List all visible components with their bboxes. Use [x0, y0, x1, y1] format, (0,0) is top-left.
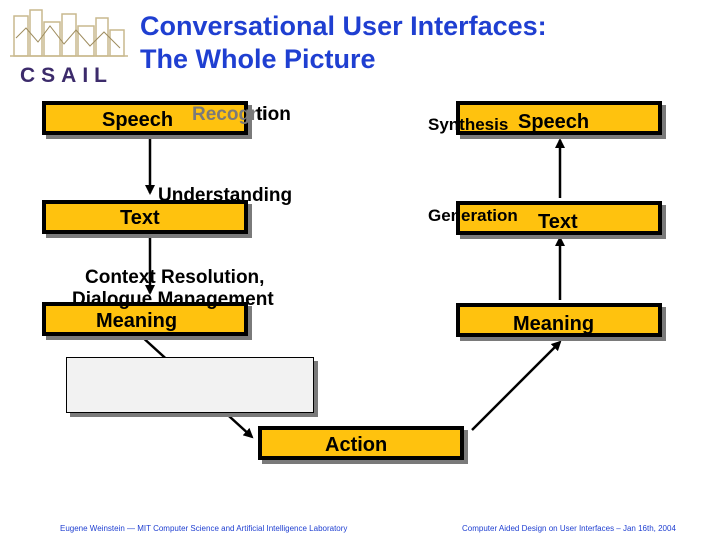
csail-logo-text: CSAIL	[20, 64, 113, 87]
text-input-box: Text	[42, 200, 248, 234]
footer-author: Eugene Weinstein — MIT Computer Science …	[60, 524, 348, 533]
dialogue-management-label: Dialogue Management	[72, 289, 274, 310]
action-label: Action	[325, 434, 388, 456]
recognition-label: tion	[256, 104, 291, 125]
speech-output-label: Speech	[518, 111, 590, 133]
context-resolution-label: Context Resolution,	[85, 267, 265, 288]
speech-output-box: Speech	[456, 101, 662, 135]
synthesis-label: Synthesis	[428, 115, 509, 134]
slide-title-line-2: The Whole Picture	[140, 44, 376, 74]
text-input-label: Text	[120, 207, 160, 229]
meaning-input-box: Meaning	[42, 302, 248, 336]
arrow-action-to-meaning	[471, 340, 562, 431]
slide-title-line-1: Conversational User Interfaces:	[140, 11, 547, 41]
understanding-label: Understanding	[158, 185, 293, 206]
action-box: Action	[258, 426, 464, 460]
recognition-hidden-label: Recogni	[192, 104, 267, 125]
speech-input-box: Speech	[42, 101, 248, 135]
generation-label: Generation	[428, 206, 518, 225]
csail-logo-graphic	[10, 9, 128, 57]
action-panel	[66, 357, 314, 413]
meaning-output-label: Meaning	[513, 313, 595, 335]
meaning-output-box: Meaning	[456, 303, 662, 337]
text-output-label: Text	[538, 211, 578, 233]
text-output-box: Text	[456, 201, 662, 235]
footer-event: Computer Aided Design on User Interfaces…	[462, 524, 676, 533]
slide-title: Conversational User Interfaces: The Whol…	[140, 10, 700, 76]
csail-logo: CSAIL	[10, 8, 130, 90]
meaning-input-label: Meaning	[96, 310, 178, 332]
speech-input-label: Speech	[102, 109, 174, 131]
